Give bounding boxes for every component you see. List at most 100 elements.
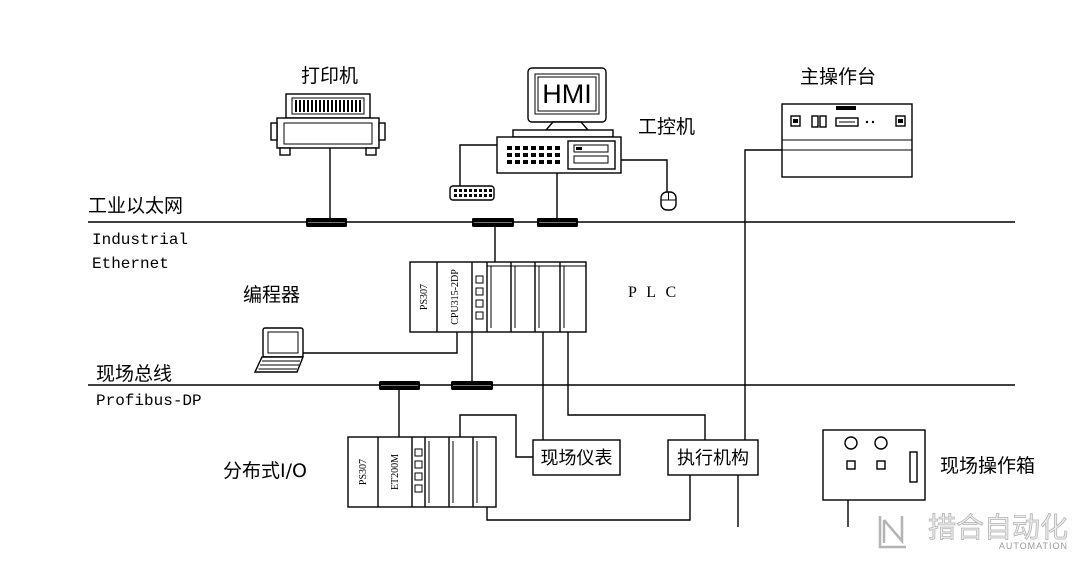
control-box-icon [822,429,926,501]
industrial-pc-label: 工控机 [638,116,695,138]
monitor-screen-inner [537,76,597,112]
printer-body-inner [283,122,373,145]
field-instruments-box [532,439,621,476]
control-box-button-1 [846,460,856,470]
programmer-label: 编程器 [243,284,300,306]
printer: 打印机 [270,65,386,156]
drive-slot-lower [573,155,609,164]
connection-lines [303,144,849,527]
plc-to-actuators-line [567,332,706,440]
industrial-ethernet-label-cn: 工业以太网 [88,195,183,217]
laptop-icon [253,327,305,373]
pc-top-cover [512,129,614,138]
printer-left-foot [279,147,291,156]
distributed-io: PS307 ET200M 分布式I/O [223,436,497,508]
console-switch-2 [819,115,827,128]
industrial-ethernet-label-en-line2: Ethernet [92,255,169,273]
field-operation-box-label: 现场操作箱 [940,455,1035,477]
ethernet-connector-plc [472,218,514,227]
plc-rack-frame [409,261,587,333]
plc-cpu-status-leds [475,275,484,320]
printer-icon [270,93,386,156]
console-top-bar [836,106,856,110]
printer-paper-stripes [295,100,361,112]
programming-device: 编程器 [243,284,305,373]
mouse-cable [621,159,668,192]
operator-console-icon [781,103,913,178]
console-left-control-dot [793,119,798,123]
watermark-brand: 措合自动化 [928,511,1068,544]
plc-rack-icon: PS307 CPU315-2DP [409,261,587,333]
plc-module-inner-lines [490,266,565,328]
hmi-monitor: HMI [527,67,607,131]
plc-cpu-module-label: CPU315-2DP [450,269,461,325]
mouse-buttons [661,192,676,201]
pc-vent-grille [507,146,560,164]
main-operator-console: 主操作台 [781,66,913,178]
main-console-label: 主操作台 [800,66,876,88]
drive-bay-frame [567,140,616,170]
control-box-lamp-2 [874,436,888,450]
fieldbus-connector-io [379,381,420,390]
console-right-control-dot [898,119,903,123]
fieldbus-label-cn: 现场总线 [96,363,172,385]
pc-drive-bay [567,140,616,170]
watermark-logo [878,516,906,549]
hmi-screen-text: HMI [542,79,592,109]
field-instruments-label: 现场仪表 [541,448,613,469]
io-rack-icon: PS307 ET200M [347,436,497,508]
keyboard-icon [449,185,495,201]
fieldbus: 现场总线 Profibus-DP [88,363,1015,410]
fieldbus-label-en: Profibus-DP [96,392,202,410]
printer-paper-window [291,97,365,115]
industrial-ethernet-label-en-line1: Industrial [92,231,188,249]
printer-left-knob [270,122,278,141]
control-box-button-2 [876,460,886,470]
console-indicator-2 [871,120,875,124]
monitor-screen-outer [534,73,600,115]
printer-right-foot [365,147,377,156]
io-interface-module-label: ET200M [390,454,401,490]
laptop-keyboard-lines [258,360,300,370]
control-box-frame [822,429,926,501]
actuators: 执行机构 [667,439,759,476]
console-to-actuator-line [744,149,782,440]
printer-label: 打印机 [301,65,358,87]
laptop-screen [267,331,299,354]
io-module-dividers [377,437,474,507]
industrial-ethernet-bus: 工业以太网 Industrial Ethernet [88,195,1015,273]
ethernet-connector-ipc [537,218,578,227]
mouse-icon [660,191,677,211]
ethernet-connector-printer [306,218,347,227]
io-power-module-label: PS307 [358,459,369,485]
fieldbus-connector-plc [451,381,493,390]
io-rack-frame [347,436,497,508]
drive-slot-upper [573,144,609,153]
actuators-label: 执行机构 [677,448,749,469]
distributed-io-label: 分布式I/O [223,460,307,482]
plc-label: P L C [628,284,679,301]
plc-power-module-label: PS307 [419,284,430,310]
drive-indicator [576,147,582,150]
field-instruments: 现场仪表 [532,439,621,476]
watermark: 措合自动化 AUTOMATION [878,511,1068,551]
printer-right-knob [378,122,386,141]
control-box-handle [909,451,918,483]
keyboard-cable [459,144,497,186]
io-module-inner-lines [428,441,478,503]
monitor-stand [544,121,590,131]
programmer-to-plc-line [303,332,458,354]
io-status-leds [414,448,423,493]
plc-module-dividers [436,262,561,332]
control-box-lamp-1 [844,436,858,450]
watermark-tagline: AUTOMATION [999,541,1068,551]
industrial-pc: HMI 工控机 [449,67,695,211]
console-switch-1 [811,115,819,128]
io-to-actuators-line [486,475,691,521]
keyboard-body [449,185,495,201]
console-indicator-1 [865,120,869,124]
plc: PS307 CPU315-2DP P L C [409,261,679,333]
field-operation-box: 现场操作箱 [822,429,1035,501]
io-to-field-instruments-line [459,414,533,458]
actuators-box [667,439,759,476]
